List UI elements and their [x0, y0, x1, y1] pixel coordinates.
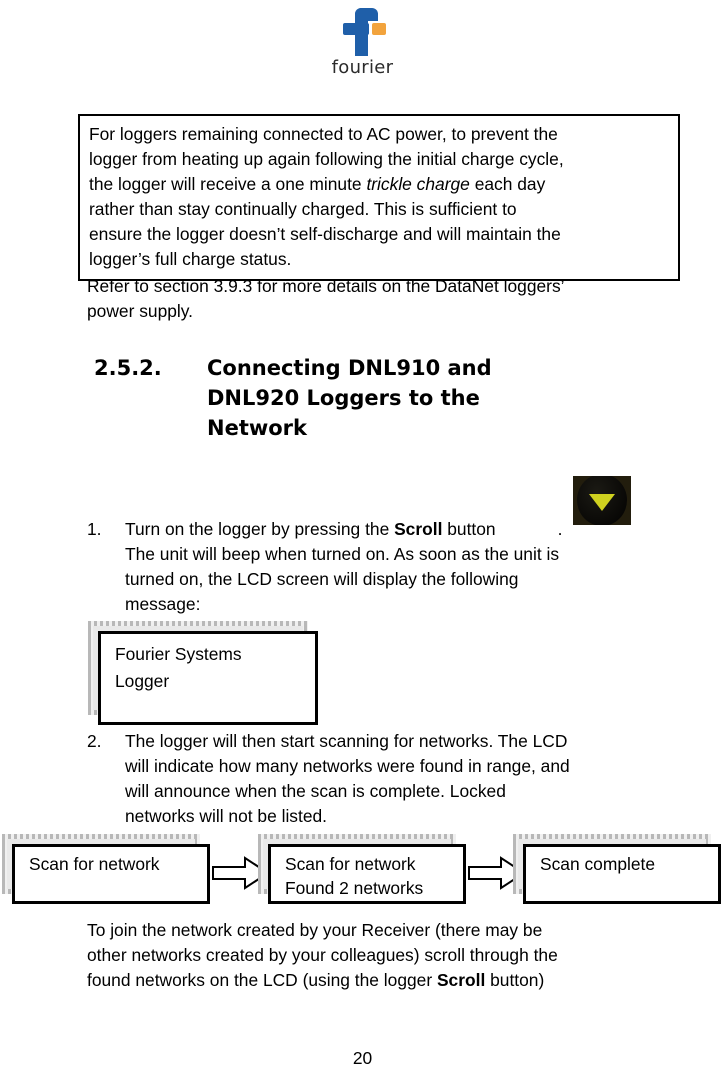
scroll-down-button-icon	[573, 476, 631, 525]
section-title-line: Network	[207, 416, 308, 440]
list-line: will announce when the scan is complete.…	[125, 781, 506, 801]
section-heading: 2.5.2. Connecting DNL910 and DNL920 Logg…	[94, 353, 614, 443]
section-number: 2.5.2.	[94, 356, 162, 380]
brand-wordmark: fourier	[331, 57, 394, 78]
note-text-after: each day	[469, 174, 546, 194]
refer-paragraph: Refer to section 3.9.3 for more details …	[87, 274, 687, 324]
right-block-arrow-icon	[468, 856, 526, 890]
list-item-number: 2.	[87, 731, 102, 751]
brand-logo: fourier	[0, 4, 725, 78]
list-line: will indicate how many networks were fou…	[125, 756, 570, 776]
note-line: logger’s full charge status.	[89, 249, 292, 269]
lcd-display-area: Fourier Systems Logger	[98, 631, 318, 725]
paragraph-line: To join the network created by your Rece…	[87, 920, 543, 940]
lcd-screen-scan-complete: Scan complete	[513, 834, 721, 904]
note-line: For loggers remaining connected to AC po…	[89, 124, 558, 144]
step-text-after: button	[442, 519, 496, 539]
lcd-screen-scan-start: Scan for network	[2, 834, 210, 904]
note-line: rather than stay continually charged. Th…	[89, 199, 517, 219]
list-line: turned on, the LCD screen will display t…	[125, 569, 519, 589]
note-callout-box: For loggers remaining connected to AC po…	[78, 114, 680, 281]
lcd-screen-startup: Fourier Systems Logger	[88, 621, 318, 725]
lcd-line: Found 2 networks	[285, 878, 424, 898]
logo-orange-dot-shape	[371, 23, 386, 35]
list-line: message:	[125, 594, 201, 614]
step-text-before: Turn on the logger by pressing the	[125, 519, 395, 539]
list-line: The logger will then start scanning for …	[125, 731, 568, 751]
list-item-text: Turn on the logger by pressing the Scrol…	[125, 517, 687, 617]
lcd-line: Scan for network	[285, 854, 416, 874]
section-title-line: DNL920 Loggers to the	[207, 386, 480, 410]
page-number: 20	[352, 1048, 373, 1068]
fourier-f-logo-icon	[336, 4, 390, 56]
list-line: networks will not be listed.	[125, 806, 328, 826]
lcd-line: Scan for network	[29, 854, 160, 874]
lcd-display-area: Scan complete	[523, 844, 721, 904]
section-title: Connecting DNL910 and DNL920 Loggers to …	[207, 353, 614, 443]
scroll-bold-term: Scroll	[436, 970, 486, 990]
down-triangle-icon	[589, 494, 615, 511]
note-line: logger from heating up again following t…	[89, 149, 564, 169]
note-text-before: the logger will receive a one minute	[89, 174, 367, 194]
list-item-number: 1.	[87, 519, 102, 539]
lcd-line: Fourier Systems	[115, 644, 242, 664]
right-block-arrow-icon	[212, 856, 270, 890]
list-line-with-bold: Turn on the logger by pressing the Scrol…	[125, 517, 687, 542]
note-line: ensure the logger doesn’t self-discharge…	[89, 224, 561, 244]
join-text-before: found networks on the LCD (using the log…	[87, 970, 437, 990]
list-line: The unit will beep when turned on. As so…	[125, 544, 560, 564]
paragraph-line: other networks created by your colleague…	[87, 945, 558, 965]
join-text-after: button)	[485, 970, 545, 990]
step-line-end-period: .	[557, 519, 563, 539]
list-item: 1. Turn on the logger by pressing the Sc…	[87, 517, 687, 617]
list-item-text: The logger will then start scanning for …	[125, 729, 687, 829]
lcd-line: Scan complete	[540, 854, 656, 874]
logo-crossbar-shape	[342, 23, 369, 35]
lcd-screen-scan-found: Scan for network Found 2 networks	[258, 834, 466, 904]
paragraph-line-with-bold: found networks on the LCD (using the log…	[87, 968, 687, 993]
lcd-display-area: Scan for network Found 2 networks	[268, 844, 466, 904]
logo-hook-shape	[354, 8, 378, 21]
lcd-line: Logger	[115, 671, 170, 691]
paragraph-line: power supply.	[87, 301, 194, 321]
scroll-bold-term: Scroll	[394, 519, 443, 539]
lcd-display-area: Scan for network	[12, 844, 210, 904]
join-network-paragraph: To join the network created by your Rece…	[87, 918, 687, 993]
note-line-with-italic: the logger will receive a one minute tri…	[89, 172, 669, 197]
section-title-line: Connecting DNL910 and	[207, 356, 492, 380]
note-italic-term: trickle charge	[366, 174, 470, 194]
list-item: 2. The logger will then start scanning f…	[87, 729, 687, 829]
paragraph-line: Refer to section 3.9.3 for more details …	[87, 276, 565, 296]
